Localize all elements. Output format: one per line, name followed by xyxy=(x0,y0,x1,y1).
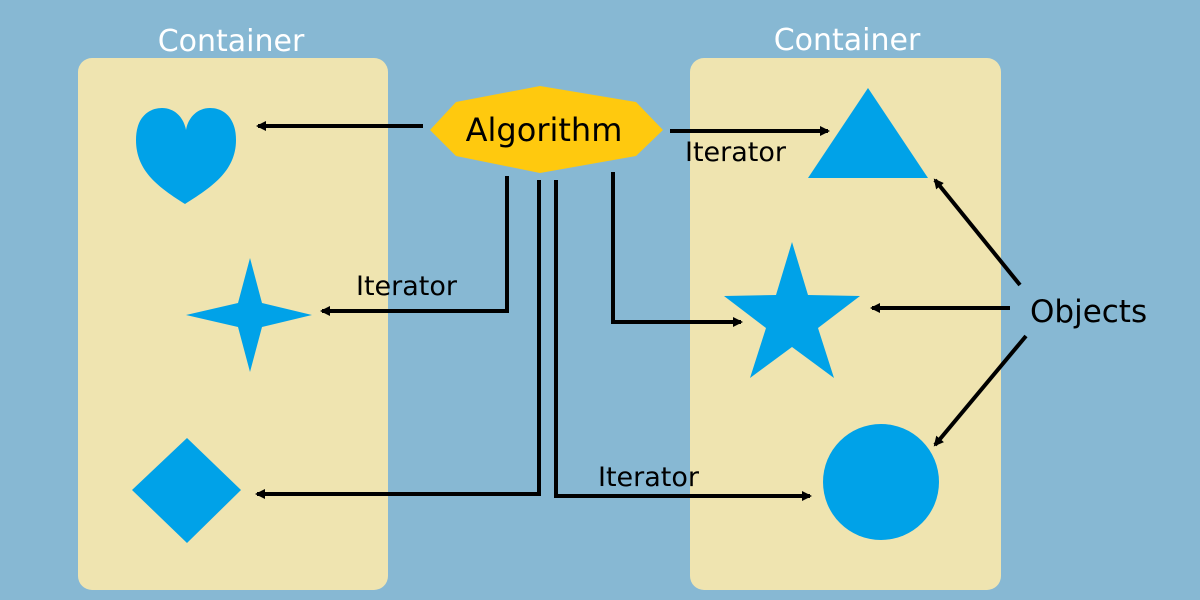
iterator-label-top: Iterator xyxy=(685,137,787,168)
algorithm-label: Algorithm xyxy=(466,111,623,149)
right-container-title: Container xyxy=(774,23,921,58)
objects-label: Objects xyxy=(1030,294,1147,330)
arrow-objects-to-triangle xyxy=(933,178,1022,287)
iterator-label-bottom: Iterator xyxy=(598,462,700,493)
arrow-algorithm-to-five-point-star xyxy=(611,172,743,327)
algorithm-hexagon xyxy=(430,86,663,173)
circle-icon xyxy=(823,424,939,540)
triangle-icon xyxy=(808,88,928,178)
iterator-label-middle: Iterator xyxy=(356,271,458,302)
arrow-algorithm-to-circle xyxy=(554,180,812,501)
five-point-star-icon xyxy=(724,242,860,378)
diamond-icon xyxy=(132,438,241,543)
left-container-title: Container xyxy=(158,24,305,59)
arrow-objects-to-circle xyxy=(933,334,1028,447)
heart-icon xyxy=(136,108,236,204)
four-point-star-icon xyxy=(186,258,312,372)
arrow-algorithm-to-four-point-star xyxy=(320,176,509,316)
arrow-algorithm-to-diamond xyxy=(255,180,541,499)
